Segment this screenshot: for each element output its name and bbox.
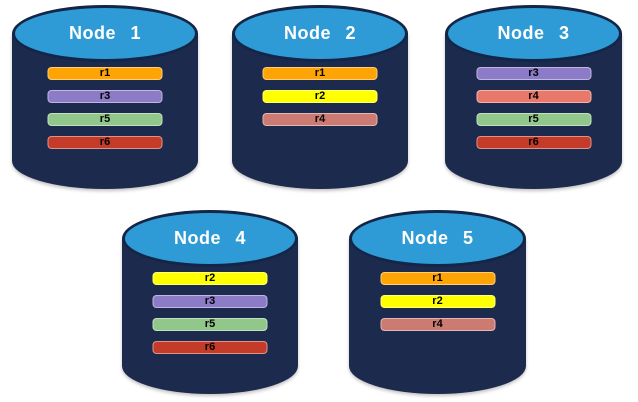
node-2-title-ellipse: Node 2 [232, 5, 408, 62]
replica-bar-r2: r2 [152, 272, 268, 285]
node-2-cylinder: Node 2 r1 r2 r4 [232, 5, 408, 191]
node-4-cylinder: Node 4 r2 r3 r5 r6 [122, 210, 298, 396]
node-3-cylinder: Node 3 r3 r4 r5 r6 [445, 5, 622, 191]
replica-bar-r1: r1 [47, 67, 163, 80]
replica-bar-r4: r4 [476, 90, 591, 103]
replica-bar-r4: r4 [380, 318, 495, 331]
replica-bar-r1: r1 [380, 272, 495, 285]
replica-bar-r4: r4 [262, 113, 378, 126]
node-2-replica-list: r1 r2 r4 [262, 67, 378, 126]
replica-bar-r6: r6 [152, 341, 268, 354]
replica-bar-r3: r3 [476, 67, 591, 80]
replica-bar-r2: r2 [262, 90, 378, 103]
node-2-label: Node 2 [283, 23, 356, 43]
replica-bar-r6: r6 [47, 136, 163, 149]
node-5-title-ellipse: Node 5 [349, 210, 526, 267]
node-1-replica-list: r1 r3 r5 r6 [47, 67, 163, 149]
replica-bar-r3: r3 [152, 295, 268, 308]
replica-bar-r5: r5 [152, 318, 268, 331]
node-5-label: Node 5 [401, 228, 474, 248]
replica-bar-r3: r3 [47, 90, 163, 103]
node-3-label: Node 3 [497, 23, 570, 43]
node-1-label: Node 1 [68, 23, 141, 43]
node-4-replica-list: r2 r3 r5 r6 [152, 272, 268, 354]
replica-bar-r1: r1 [262, 67, 378, 80]
node-1-title-ellipse: Node 1 [12, 5, 198, 62]
replica-bar-r5: r5 [476, 113, 591, 126]
node-3-replica-list: r3 r4 r5 r6 [476, 67, 591, 149]
node-4-title-ellipse: Node 4 [122, 210, 298, 267]
node-4-label: Node 4 [173, 228, 246, 248]
node-3-title-ellipse: Node 3 [445, 5, 622, 62]
node-5-replica-list: r1 r2 r4 [380, 272, 495, 331]
node-5-cylinder: Node 5 r1 r2 r4 [349, 210, 526, 396]
node-1-cylinder: Node 1 r1 r3 r5 r6 [12, 5, 198, 191]
replica-bar-r6: r6 [476, 136, 591, 149]
replica-bar-r2: r2 [380, 295, 495, 308]
replica-bar-r5: r5 [47, 113, 163, 126]
